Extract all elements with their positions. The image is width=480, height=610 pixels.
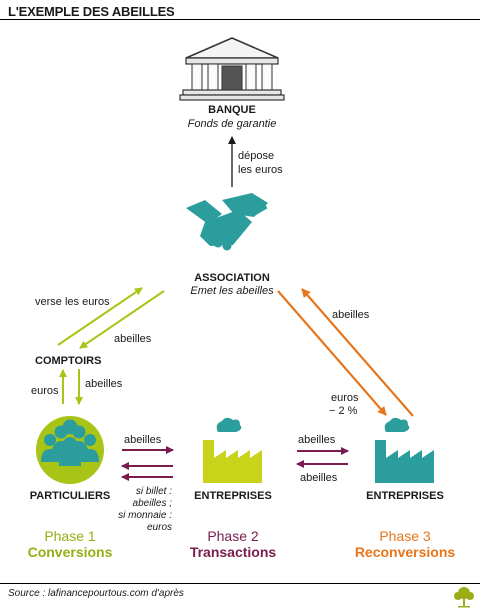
- abeilles-label: abeilles: [300, 472, 338, 484]
- source-credit: Source : lafinancepourtous.com d'après: [8, 588, 184, 599]
- bank-subtitle: Fonds de garantie: [187, 118, 277, 130]
- phase-title: Conversions: [27, 544, 113, 560]
- abeilles-down-arrow: [79, 290, 165, 349]
- factory-icon: [203, 417, 262, 483]
- tree-logo-icon: [454, 587, 474, 608]
- verse-euros-arrow: [57, 287, 143, 346]
- abeilles-label: abeilles: [332, 309, 370, 321]
- footer-divider: [0, 583, 480, 584]
- abeilles-label: abeilles: [124, 434, 162, 446]
- phase-name: Phase 3: [379, 528, 431, 544]
- bank-building-icon: [179, 37, 285, 101]
- phase-name: Phase 1: [44, 528, 96, 544]
- abeilles-label: abeilles: [85, 378, 123, 390]
- payment-note: si billet : abeilles ; si monnaie : euro…: [110, 486, 172, 534]
- euros-label: euros: [31, 385, 59, 397]
- comptoirs-name: COMPTOIRS: [35, 355, 102, 367]
- phase-name: Phase 2: [207, 528, 259, 544]
- handshake-icon: [186, 193, 268, 251]
- phase-2: Phase 2 Transactions: [173, 528, 293, 560]
- payment-note-line: abeilles ;: [132, 498, 172, 509]
- phase-title: Reconversions: [354, 544, 456, 560]
- abeilles-label: abeilles: [298, 434, 336, 446]
- euros-reconversion-arrow: [277, 290, 387, 416]
- particuliers-name: PARTICULIERS: [29, 490, 111, 502]
- association-subtitle: Emet les abeilles: [190, 285, 274, 297]
- bank-name: BANQUE: [208, 104, 256, 116]
- payment-note-line: si monnaie :: [118, 510, 172, 521]
- entreprises-name: ENTREPRISES: [194, 490, 272, 502]
- abeilles-label: abeilles: [114, 333, 152, 345]
- euros-label: euros: [331, 392, 359, 404]
- bank-arrow-label: dépose: [238, 150, 275, 162]
- fee-label: − 2 %: [329, 405, 358, 417]
- phase-1: Phase 1 Conversions: [10, 528, 130, 560]
- page-title: L'EXEMPLE DES ABEILLES: [8, 4, 175, 19]
- payment-note-line: si billet :: [135, 486, 172, 497]
- phase-3: Phase 3 Reconversions: [345, 528, 465, 560]
- people-group-icon: [36, 416, 104, 484]
- verse-euros-label: verse les euros: [35, 296, 110, 308]
- payment-note-line: euros: [146, 522, 172, 533]
- title-divider: [0, 19, 480, 20]
- abeilles-reconversion-arrow: [301, 288, 414, 417]
- factory-icon: [375, 417, 434, 483]
- bank-arrow-label: les euros: [238, 164, 283, 176]
- entreprises-name: ENTREPRISES: [366, 490, 444, 502]
- phase-title: Transactions: [189, 544, 277, 560]
- association-name: ASSOCIATION: [194, 272, 270, 284]
